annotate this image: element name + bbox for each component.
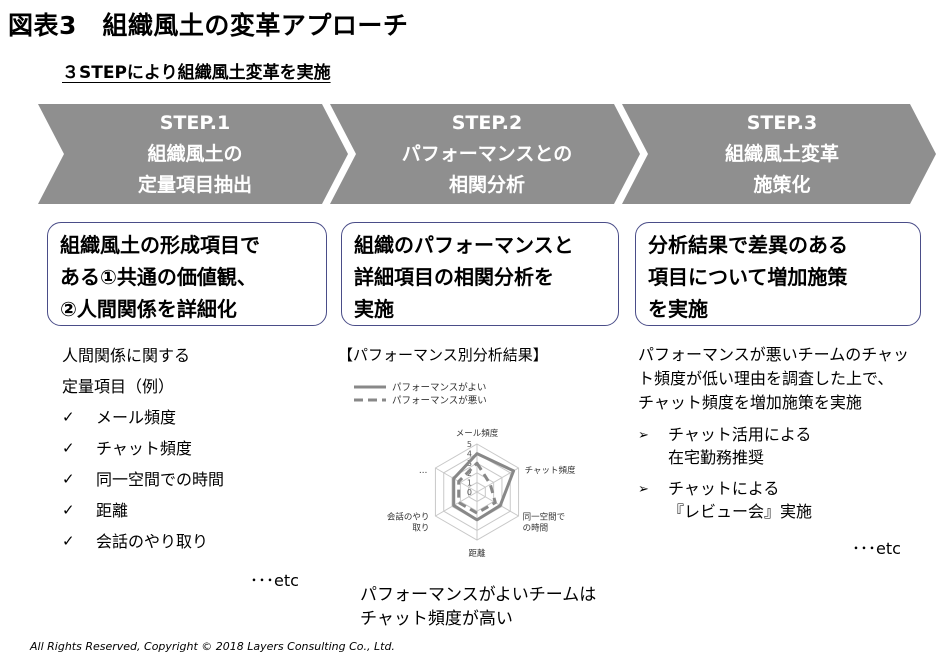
radar-series [452, 452, 516, 522]
step2-text: STEP.2 パフォーマンスとの 相関分析 [337, 108, 637, 201]
step3-box: 分析結果で差異のある 項目について増加施策 を実施 [635, 222, 921, 326]
radar-spoke [435, 491, 478, 517]
step2-box-line: 実施 [354, 297, 394, 321]
radar-tick-label: 2 [467, 469, 472, 478]
step3-box-line: を実施 [648, 297, 708, 321]
radar-spoke [435, 467, 478, 493]
step1-label: STEP.1 [159, 112, 231, 134]
check-icon: ✓ [62, 532, 75, 550]
page-title: 図表3 組織風土の変革アプローチ [8, 11, 409, 40]
radar-series-good [452, 452, 516, 522]
legend-label-good: パフォーマンスがよい [392, 382, 486, 394]
list-item-label: 在宅勤務推奨 [668, 448, 765, 467]
list-item-label: 会話のやり取り [96, 532, 209, 551]
list-item: ✓ メール頻度 [62, 402, 224, 433]
col3-intro-line: パフォーマンスが悪いチームのチャッ [638, 345, 910, 364]
copyright: All Rights Reserved, Copyright © 2018 La… [30, 640, 395, 653]
step1-line1: 組織風土の [147, 143, 243, 165]
step1-box-line: ②人間関係を詳細化 [60, 297, 237, 321]
step1-text: STEP.1 組織風土の 定量項目抽出 [45, 108, 345, 201]
step1-box-line: 組織風土の形成項目で [60, 233, 260, 257]
step2-label: STEP.2 [451, 112, 523, 134]
step2-box-line: 詳細項目の相関分析を [354, 265, 554, 289]
step2-box: 組織のパフォーマンスと 詳細項目の相関分析を 実施 [341, 222, 619, 326]
list-item-label: チャットによる [668, 479, 780, 498]
radar-spoke [476, 491, 519, 517]
step1-box-line: ある①共通の価値観、 [60, 265, 257, 289]
step3-line1: 組織風土変革 [724, 143, 839, 165]
list-item-label: 『レビュー会』実施 [668, 502, 813, 521]
radar-axis-label: 同一空間で [523, 512, 566, 523]
check-icon: ✓ [62, 408, 75, 426]
col2-conclusion: パフォーマンスがよいチームは チャット頻度が高い [360, 583, 596, 631]
list-item: ➢ チャット活用による 在宅勤務推奨 [638, 423, 909, 469]
list-item-label: 距離 [96, 501, 129, 520]
step3-line2: 施策化 [753, 174, 811, 196]
col3-item-list: ➢ チャット活用による 在宅勤務推奨 ➢ チャットによる 『レビュー会』実施 [638, 423, 909, 523]
col1-item-list: ✓ メール頻度 ✓ チャット頻度 ✓ 同一空間での時間 ✓ 距離 ✓ 会話のやり取り [62, 402, 224, 557]
radar-legend: パフォーマンスがよい パフォーマンスが悪い [354, 382, 487, 407]
step2-line1: パフォーマンスとの [401, 143, 573, 165]
check-icon: ✓ [62, 470, 75, 488]
col1-intro-line: 定量項目（例） [62, 377, 175, 396]
step3-label: STEP.3 [746, 112, 818, 134]
step3-chevron [622, 104, 936, 204]
step3-box-line: 項目について増加施策 [648, 265, 848, 289]
col2-heading: 【パフォーマンス別分析結果】 [338, 346, 548, 364]
step1-box: 組織風土の形成項目で ある①共通の価値観、 ②人間関係を詳細化 [47, 222, 327, 326]
col1-intro-line: 人間関係に関する [62, 346, 191, 365]
col3-intro-line: ト頻度が低い理由を調査した上で、 [638, 369, 894, 388]
list-item: ✓ 同一空間での時間 [62, 464, 224, 495]
radar-axis-label: の時間 [523, 524, 549, 534]
check-icon: ✓ [62, 439, 75, 457]
radar-axis-label: メール頻度 [456, 428, 499, 439]
radar-series-bad [457, 461, 497, 515]
col1: 人間関係に関する 定量項目（例） ✓ メール頻度 ✓ チャット頻度 ✓ 同一空間での時… [62, 340, 224, 557]
list-item: ✓ 距離 [62, 495, 224, 526]
col3: パフォーマンスが悪いチームのチャッ ト頻度が低い理由を調査した上で、 チャット頻… [638, 343, 909, 531]
radar-axis-label: 距離 [468, 548, 486, 559]
conclusion-line: パフォーマンスがよいチームは [360, 585, 597, 605]
radar-tick-label: 1 [467, 478, 472, 487]
step2-chevron [330, 104, 640, 204]
list-item-label: チャット活用による [668, 425, 812, 444]
step2-box-line: 組織のパフォーマンスと [354, 233, 574, 257]
list-item: ➢ チャットによる 『レビュー会』実施 [638, 477, 909, 523]
step2-line2: 相関分析 [448, 174, 525, 196]
list-item-label: メール頻度 [96, 408, 177, 427]
radar-axis-label: 会話のやり [387, 512, 430, 523]
arrow-bullet-icon: ➢ [638, 482, 649, 497]
col1-etc: ･･･etc [250, 571, 299, 590]
list-item-label: チャット頻度 [96, 439, 192, 458]
col3-etc: ･･･etc [852, 539, 901, 558]
radar-tick-label: 0 [467, 488, 472, 497]
legend-label-bad: パフォーマンスが悪い [392, 395, 487, 407]
check-icon: ✓ [62, 501, 75, 519]
step1-chevron [38, 104, 348, 204]
col3-intro-line: チャット頻度を増加施策を実施 [638, 393, 862, 412]
list-item-label: 同一空間での時間 [96, 470, 225, 489]
list-item: ✓ 会話のやり取り [62, 526, 224, 557]
step3-box-line: 分析結果で差異のある [648, 233, 848, 257]
conclusion-line: チャット頻度が高い [360, 609, 513, 629]
step3-text: STEP.3 組織風土変革 施策化 [632, 108, 932, 201]
step-chevrons [38, 104, 936, 204]
list-item: ✓ チャット頻度 [62, 433, 224, 464]
radar-axis-label: … [419, 466, 428, 476]
arrow-bullet-icon: ➢ [638, 428, 649, 443]
radar-axis-label: 取り [412, 524, 429, 534]
radar-axis-label: チャット頻度 [525, 465, 576, 476]
step1-line2: 定量項目抽出 [137, 174, 252, 196]
radar-tick-label: 4 [467, 450, 472, 459]
page-subtitle: ３STEPにより組織風土変革を実施 [62, 63, 331, 83]
radar-tick-label: 5 [467, 440, 472, 449]
